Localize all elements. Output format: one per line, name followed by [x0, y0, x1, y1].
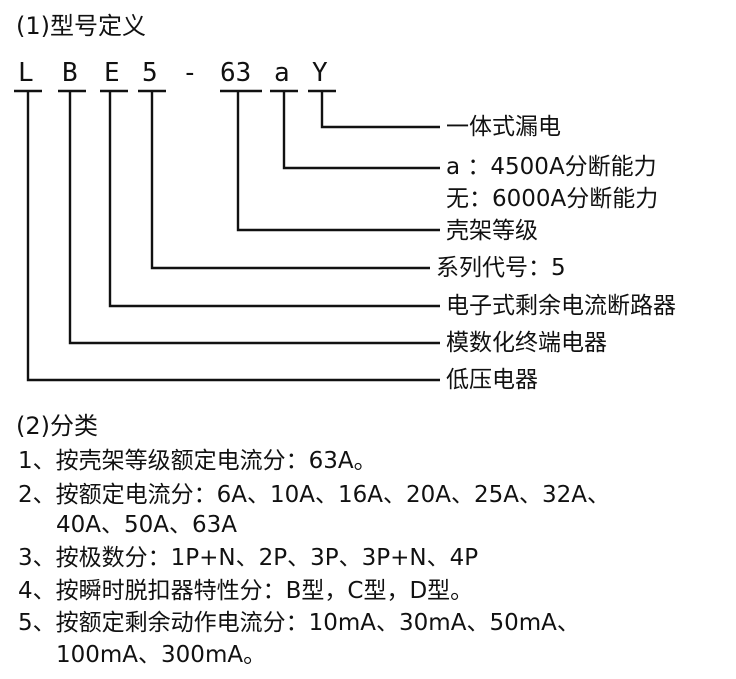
code-char-e: E [104, 58, 120, 88]
label-frame-class: 壳架等级 [446, 218, 538, 244]
leader-e [108, 91, 440, 308]
leader-63 [236, 91, 440, 232]
list-item: 2、按额定电流分：6A、10A、16A、20A、25A、32A、 [18, 482, 611, 508]
classification-heading: (2)分类 [16, 412, 98, 440]
code-char-y: Y [312, 58, 328, 88]
label-modular-terminal: 模数化终端电器 [446, 330, 607, 356]
definition-heading: (1)型号定义 [16, 12, 146, 40]
code-char-dash: - [182, 58, 198, 88]
leader-a [282, 91, 440, 170]
list-item: 4、按瞬时脱扣器特性分：B型，C型，D型。 [18, 578, 474, 604]
code-char-63: 63 [220, 58, 252, 88]
label-rcd-electronic: 电子式剩余电流断路器 [446, 293, 676, 319]
code-char-l: L [18, 58, 34, 88]
leader-b [68, 91, 440, 345]
label-low-voltage: 低压电器 [446, 367, 538, 393]
leader-y [320, 91, 440, 129]
code-char-5: 5 [142, 58, 158, 88]
label-breaking-6000: 无：6000A分断能力 [446, 186, 659, 212]
label-breaking-4500: a ：4500A分断能力 [446, 154, 657, 180]
list-item: 1、按壳架等级额定电流分：63A。 [18, 448, 377, 474]
leader-5 [150, 91, 430, 270]
leader-l [26, 91, 440, 382]
label-integrated-leakage: 一体式漏电 [446, 114, 561, 140]
list-item: 5、按额定剩余动作电流分：10mA、30mA、50mA、 [18, 610, 580, 636]
list-item: 100mA、300mA。 [56, 642, 267, 668]
code-char-b: B [62, 58, 78, 88]
list-item: 3、按极数分：1P+N、2P、3P、3P+N、4P [18, 545, 479, 571]
list-item: 40A、50A、63A [56, 512, 238, 538]
code-char-a: a [274, 58, 290, 88]
label-series-code: 系列代号：5 [436, 255, 566, 281]
